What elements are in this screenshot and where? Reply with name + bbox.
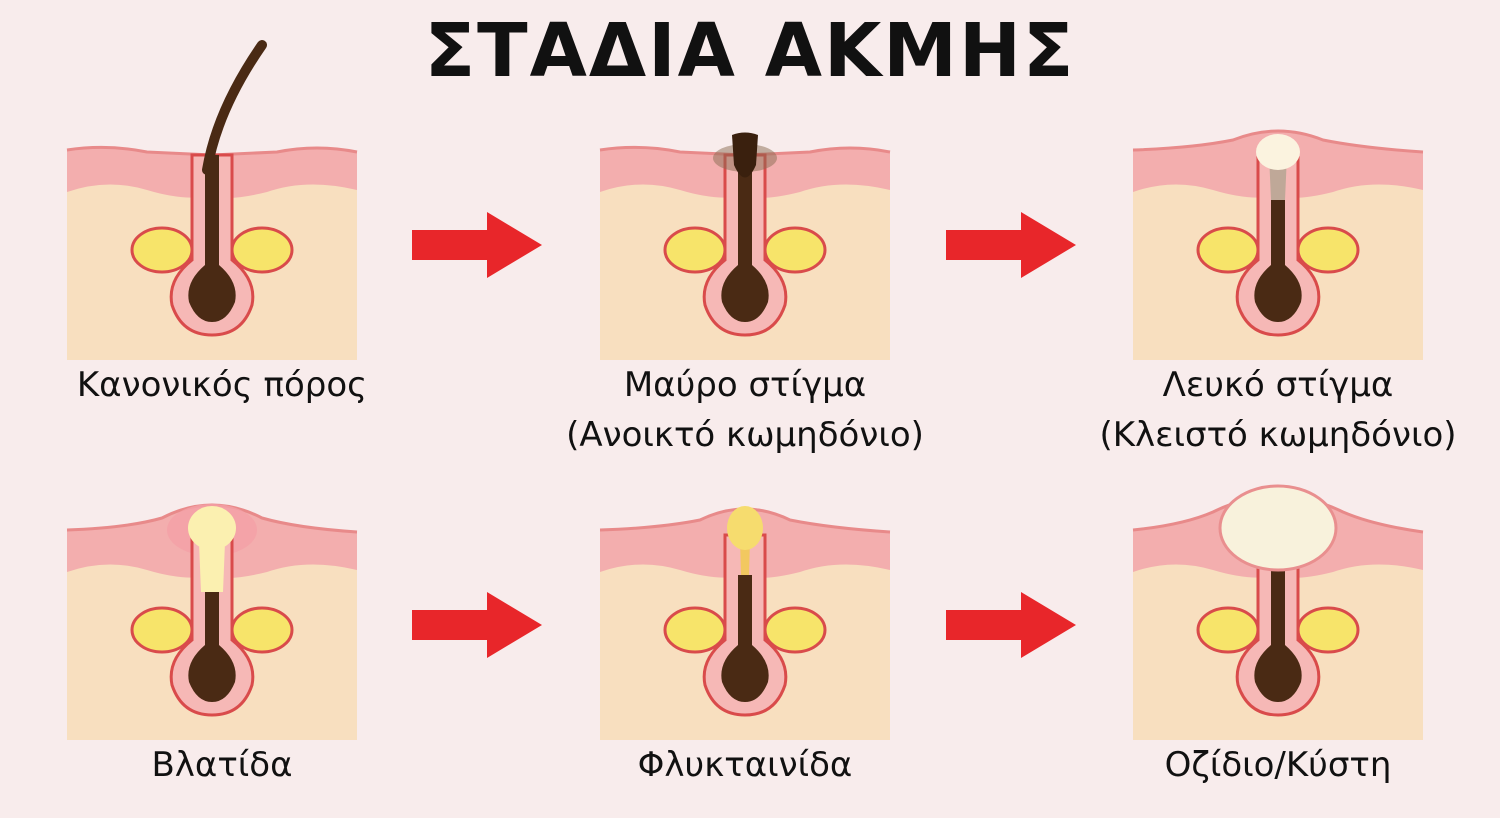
arrow-icon (412, 212, 542, 278)
stage-title: Φλυκταινίδα (637, 745, 853, 785)
stage-title: Μαύρο στίγμα (623, 365, 867, 405)
stage-caption: Οζίδιο/Κύστη (1068, 740, 1488, 790)
arrow-icon (412, 592, 542, 658)
stage-caption: Μαύρο στίγμα (Ανοικτό κωμηδόνιο) (535, 360, 955, 460)
arrow-icon (946, 592, 1076, 658)
stage-papule-illustration (66, 503, 358, 740)
stage-blackhead-illustration (599, 132, 891, 360)
stage-caption: Φλυκταινίδα (535, 740, 955, 790)
stage-subtitle: (Κλειστό κωμηδόνιο) (1099, 415, 1457, 455)
stage-caption: Λευκό στίγμα (Κλειστό κωμηδόνιο) (1068, 360, 1488, 460)
stage-title: Λευκό στίγμα (1162, 365, 1394, 405)
stage-title: Οζίδιο/Κύστη (1164, 745, 1392, 785)
stage-title: Βλατίδα (151, 745, 293, 785)
stage-pustule-illustration (599, 506, 891, 740)
diagram-title: ΣΤΑΔΙΑ ΑΚΜΗΣ (424, 8, 1076, 94)
stage-normal-pore-illustration (66, 40, 358, 360)
arrow-icon (946, 212, 1076, 278)
stage-caption: Βλατίδα (12, 740, 432, 790)
stage-caption: Κανονικός πόρος (12, 360, 432, 410)
stage-whitehead-illustration (1132, 129, 1424, 360)
stage-nodule-cyst-illustration (1132, 484, 1424, 740)
stage-title: Κανονικός πόρος (76, 365, 368, 405)
stage-subtitle: (Ανοικτό κωμηδόνιο) (566, 415, 924, 455)
